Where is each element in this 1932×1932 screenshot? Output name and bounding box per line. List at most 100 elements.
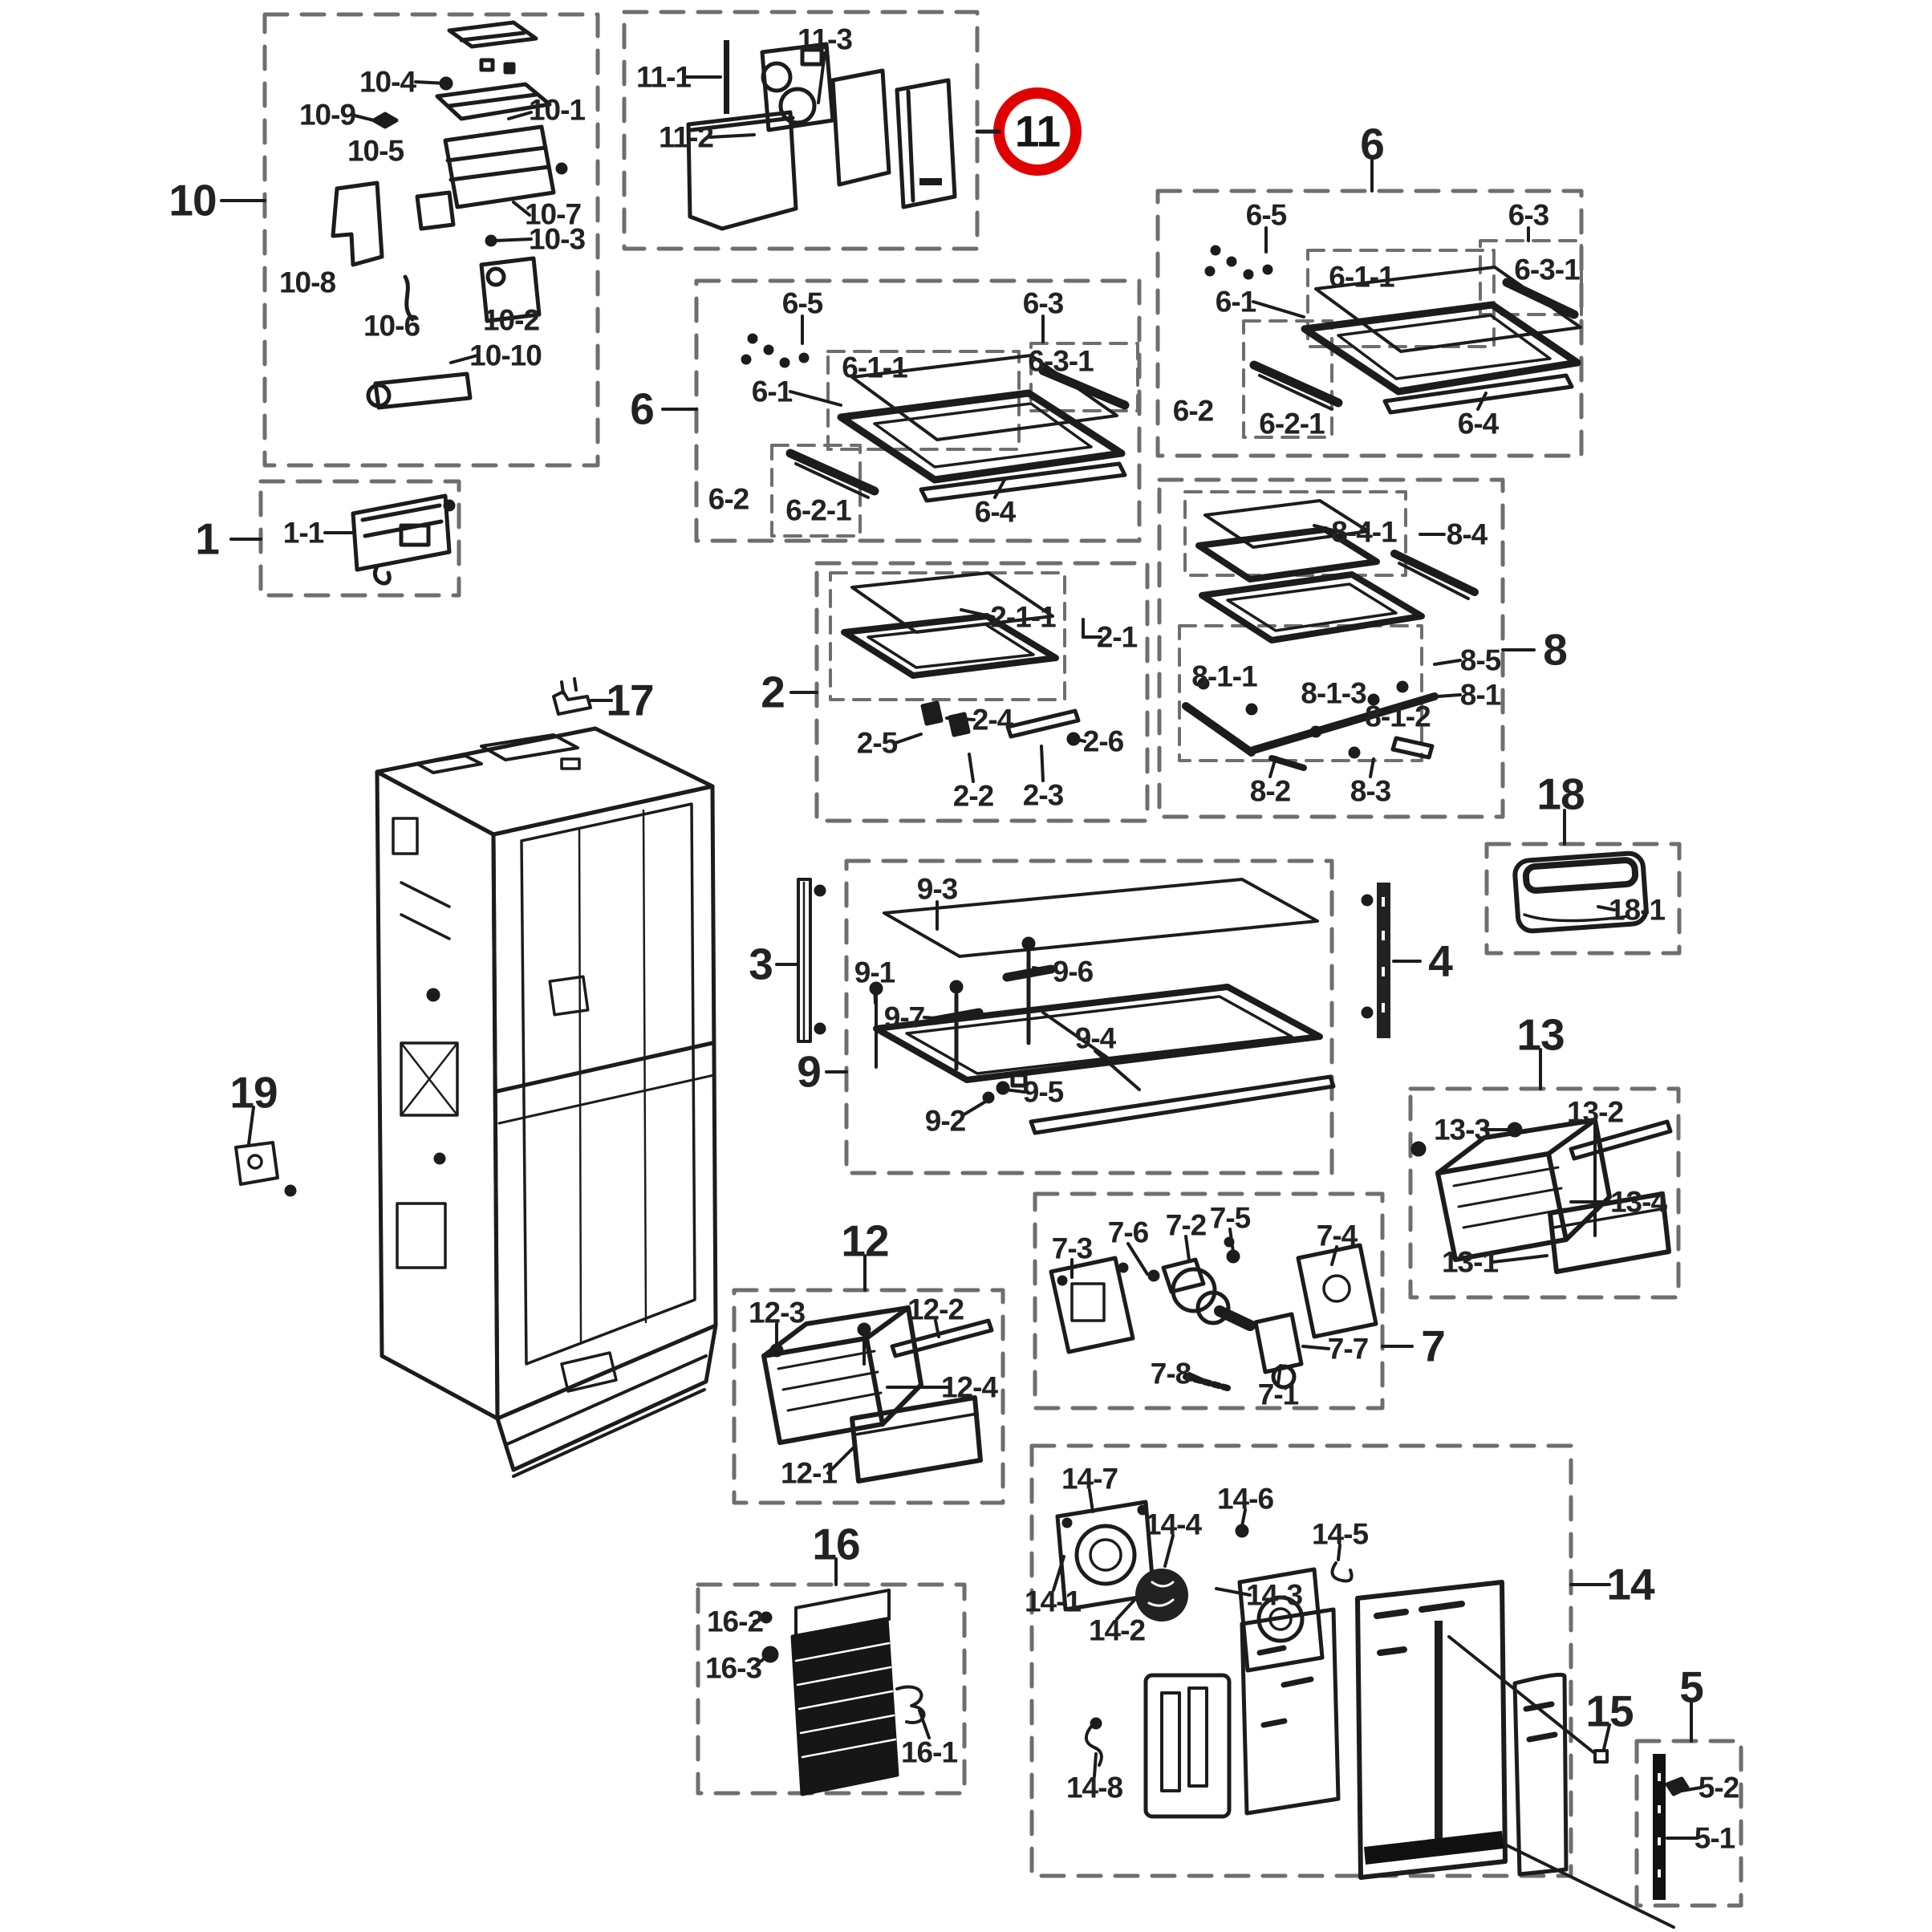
label-g17: 17: [606, 675, 654, 725]
label-p10-5: 10-5: [347, 134, 404, 168]
label-p10-8: 10-8: [278, 266, 336, 299]
label-p6m-5: 6-5: [781, 286, 823, 320]
label-g8: 8: [1543, 624, 1568, 675]
label-p6r-1-1: 6-1-1: [1329, 260, 1394, 294]
group-box-16: [696, 1582, 967, 1796]
label-p14-4: 14-4: [1144, 1508, 1202, 1541]
sketch-group-18: [1512, 850, 1649, 934]
label-p7-5: 7-5: [1209, 1201, 1251, 1235]
inner-box-6r-1-1: [1306, 249, 1496, 348]
group-box-18: [1484, 842, 1682, 956]
label-g7: 7: [1421, 1321, 1446, 1371]
label-p8-4: 8-4: [1446, 518, 1488, 551]
label-p8-1-1: 8-1-1: [1191, 660, 1257, 693]
sketch-group-7: [1049, 1236, 1378, 1391]
label-p9-2: 9-2: [924, 1104, 966, 1138]
label-p7-2: 7-2: [1165, 1208, 1207, 1242]
sketch-part-3: [797, 878, 826, 1043]
sketch-group-12: [761, 1305, 994, 1484]
label-p10-6: 10-6: [363, 309, 420, 343]
label-p10-7: 10-7: [524, 197, 582, 231]
sketch-part-15: [1593, 1749, 1609, 1764]
label-p10-9: 10-9: [298, 98, 356, 132]
group-box-5: [1634, 1739, 1743, 1908]
label-g5: 5: [1679, 1662, 1704, 1712]
label-p10-3: 10-3: [528, 222, 586, 256]
label-p7-3: 7-3: [1051, 1232, 1093, 1265]
label-p13-1: 13-1: [1441, 1245, 1499, 1279]
label-p5-2: 5-2: [1698, 1771, 1739, 1804]
leader-lines: [220, 51, 1703, 1929]
sketch-part-4: [1361, 883, 1390, 1038]
label-p8-4-1: 8-4-1: [1331, 515, 1397, 549]
label-p6m-4: 6-4: [974, 495, 1016, 529]
label-p13-3: 13-3: [1433, 1113, 1491, 1147]
label-g11: 11: [1014, 106, 1061, 156]
inner-box-6r-3: [1479, 239, 1583, 316]
label-g19: 19: [229, 1067, 278, 1118]
label-g16: 16: [812, 1519, 860, 1569]
label-p6m-3: 6-3: [1022, 286, 1064, 320]
group-box-8: [1157, 477, 1505, 819]
group-box-12: [732, 1288, 1005, 1505]
label-p2-5: 2-5: [856, 726, 898, 760]
label-p12-3: 12-3: [748, 1296, 806, 1329]
label-g14: 14: [1606, 1559, 1654, 1609]
label-p14-6: 14-6: [1216, 1482, 1274, 1516]
label-p6r-5: 6-5: [1245, 198, 1287, 232]
label-p9-1: 9-1: [854, 956, 895, 989]
label-g12: 12: [841, 1216, 889, 1266]
label-p7-7: 7-7: [1327, 1332, 1369, 1366]
label-p2-4: 2-4: [972, 703, 1013, 737]
label-p8-3: 8-3: [1350, 774, 1391, 808]
group-box-14: [1029, 1443, 1573, 1878]
label-p12-2: 12-2: [907, 1293, 964, 1326]
sketch-group-5: [1653, 1754, 1690, 1900]
label-p8-1-2: 8-1-2: [1365, 700, 1431, 733]
label-p6m-1: 6-1: [751, 375, 793, 408]
label-g18: 18: [1536, 769, 1585, 819]
label-p6r-3-1: 6-3-1: [1514, 253, 1580, 286]
label-p16-1: 16-1: [900, 1735, 958, 1769]
group-boxes: [258, 10, 1743, 1908]
inner-box-2-1: [829, 571, 1066, 701]
group-box-7: [1033, 1191, 1385, 1410]
label-p6m-3-1: 6-3-1: [1028, 344, 1094, 378]
sketch-group-8: [1182, 499, 1479, 771]
label-p14-5: 14-5: [1311, 1517, 1369, 1551]
group-box-6-right: [1155, 189, 1584, 458]
label-p10-4: 10-4: [359, 65, 416, 99]
label-p14-7: 14-7: [1061, 1462, 1118, 1496]
label-p2-6: 2-6: [1082, 724, 1124, 758]
sketch-group-14: [1055, 1500, 1569, 1880]
label-g4: 4: [1428, 936, 1453, 986]
label-p11-1: 11-1: [635, 60, 692, 94]
label-p6r-3: 6-3: [1508, 198, 1549, 232]
sketch-group-10: [331, 20, 568, 410]
label-g10: 10: [168, 175, 217, 225]
label-p8-2: 8-2: [1249, 774, 1291, 808]
sketch-part-19: [234, 1141, 297, 1197]
group-box-13: [1408, 1086, 1681, 1300]
label-p13-2: 13-2: [1566, 1095, 1624, 1129]
sketch-group-1: [351, 493, 456, 586]
label-p14-1: 14-1: [1024, 1585, 1082, 1618]
label-p9-7: 9-7: [883, 1000, 925, 1034]
sketch-group-13: [1410, 1118, 1673, 1274]
label-p10-1: 10-1: [528, 93, 586, 127]
label-p2-3: 2-3: [1022, 778, 1064, 812]
label-p18-1: 18-1: [1608, 893, 1666, 927]
label-p8-1: 8-1: [1459, 678, 1501, 712]
label-p11-3: 11-3: [797, 22, 853, 56]
label-p8-5: 8-5: [1459, 643, 1501, 677]
label-p16-2: 16-2: [706, 1605, 764, 1638]
label-p14-8: 14-8: [1065, 1771, 1123, 1804]
inner-box-6m-3: [1029, 342, 1139, 412]
label-p12-1: 12-1: [780, 1456, 838, 1490]
label-p7-6: 7-6: [1107, 1216, 1149, 1249]
label-p6m-2-1: 6-2-1: [785, 493, 851, 527]
sketch-group-2: [841, 571, 1081, 746]
